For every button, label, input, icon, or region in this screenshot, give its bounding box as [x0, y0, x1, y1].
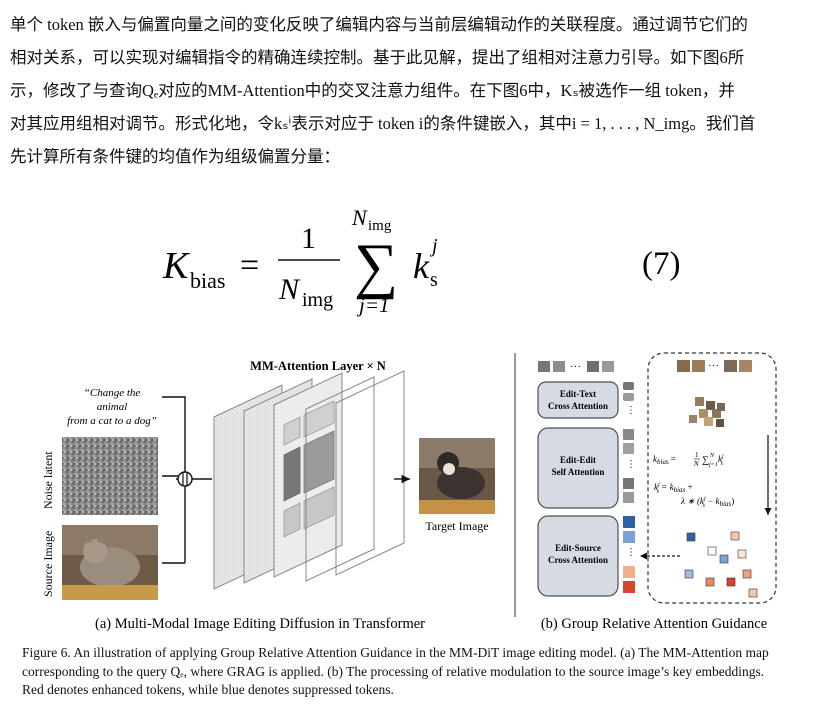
svg-text:Edit-Source: Edit-Source: [555, 543, 601, 553]
target-label: Target Image: [425, 519, 488, 533]
eq-term: k: [413, 246, 430, 286]
token-suppressed-2: [623, 531, 635, 543]
noise-latent-image: [62, 437, 158, 515]
svg-text:⋮: ⋮: [626, 459, 636, 470]
target-dog-image: [419, 438, 495, 514]
eq-term-sup: j: [429, 235, 438, 257]
token-suppressed-1: [623, 516, 635, 528]
token-strip-right: ···: [677, 360, 752, 372]
panel-a-caption: (a) Multi-Modal Image Editing Diffusion …: [95, 616, 425, 632]
eq-sum-symbol: ∑: [354, 232, 398, 300]
svg-text:λ ∗ (kjs − kbias): λ ∗ (kjs − kbias): [680, 496, 734, 509]
svg-text:···: ···: [570, 361, 581, 373]
equation-7: K bias = 1 N img N img ∑ j=1 k j s (7): [0, 200, 836, 330]
svg-text:N: N: [709, 453, 715, 459]
caption-line-2: corresponding to the query Qₑ, where GRA…: [22, 663, 822, 682]
svg-text:kbias =: kbias =: [653, 454, 676, 466]
edit-edit-self-attention-box: Edit-Edit Self Attention: [538, 428, 618, 508]
paragraph-line-2: 相对关系，可以实现对编辑指令的精确连续控制。基于此见解，提出了组相对注意力引导。…: [10, 41, 826, 74]
concat-symbol: [178, 472, 192, 486]
modulated-tokens: [685, 532, 757, 597]
svg-text:Edit-Text: Edit-Text: [560, 389, 596, 399]
paragraph-line-4: 对其应用组相对调节。形式化地，令kₛⁱ表示对应于 token i的条件键嵌入，其…: [10, 107, 826, 140]
noise-label: Noise latent: [41, 451, 55, 509]
svg-text:Edit-Edit: Edit-Edit: [560, 455, 596, 465]
eq-numerator: 1: [301, 222, 316, 255]
source-cat-image: [62, 525, 158, 600]
svg-text:Self Attention: Self Attention: [552, 467, 605, 477]
edit-source-cross-attention-box: Edit-Source Cross Attention: [538, 516, 618, 596]
eq-number: (7): [642, 246, 680, 282]
svg-text:kjs = kbias +: kjs = kbias +: [654, 482, 693, 495]
attention-layers-stack: [214, 371, 404, 589]
eq-sum-bottom: j=1: [356, 293, 390, 317]
layer-title: MM-Attention Layer × N: [250, 359, 386, 373]
eq-equals: =: [240, 247, 259, 284]
svg-text:kjs: kjs: [718, 454, 724, 467]
prompt-line-2: animal: [97, 401, 128, 413]
caption-line-1: Figure 6. An illustration of applying Gr…: [22, 644, 822, 663]
svg-text:···: ···: [708, 360, 719, 372]
eq-lhs: K: [162, 245, 190, 287]
token-column: ⋮ ⋮ ⋮: [623, 382, 636, 593]
edit-text-cross-attention-box: Edit-Text Cross Attention: [538, 382, 618, 418]
svg-text:Cross Attention: Cross Attention: [548, 401, 608, 411]
eq-denominator: N: [278, 273, 301, 306]
token-strip-left: ···: [538, 361, 614, 373]
panel-b-caption: (b) Group Relative Attention Guidance: [541, 616, 767, 632]
guidance-container: [648, 353, 776, 603]
paragraph-line-1: 单个 token 嵌入与偏置向量之间的变化反映了编辑内容与当前层编辑动作的关联程…: [10, 8, 826, 41]
svg-text:j=1: j=1: [708, 462, 718, 468]
body-paragraph: 单个 token 嵌入与偏置向量之间的变化反映了编辑内容与当前层编辑动作的关联程…: [10, 8, 826, 173]
eq-term-sub: s: [430, 269, 438, 291]
paragraph-line-5: 先计算所有条件键的均值作为组级偏置分量：: [10, 140, 826, 173]
svg-text:⋮: ⋮: [626, 405, 636, 416]
token-enhanced-2: [623, 581, 635, 593]
eq-lhs-sub: bias: [190, 268, 225, 293]
image-patches-cluster: [689, 397, 725, 427]
source-label: Source Image: [41, 531, 55, 597]
prompt-line-1: “Change the: [84, 387, 141, 399]
prompt-line-3: from a cat to a dog”: [67, 415, 157, 427]
svg-text:N: N: [693, 460, 699, 468]
panel-a: “Change the animal from a cat to a dog” …: [41, 359, 495, 632]
figure-6: “Change the animal from a cat to a dog” …: [0, 345, 836, 645]
panel-b: ··· Edit-Text Cross Attention Edit-Edit …: [538, 353, 776, 632]
eq-sum-top: N: [351, 205, 368, 230]
token-enhanced-1: [623, 566, 635, 578]
figure-caption: Figure 6. An illustration of applying Gr…: [22, 644, 822, 700]
svg-text:⋮: ⋮: [626, 547, 636, 558]
caption-line-3: Red denotes enhanced tokens, while blue …: [22, 681, 822, 700]
paragraph-line-3: 示，修改了与查询Qₑ对应的MM-Attention中的交叉注意力组件。在下图6中…: [10, 74, 826, 107]
svg-text:Cross Attention: Cross Attention: [548, 555, 608, 565]
eq-denominator-sub: img: [302, 289, 333, 311]
svg-text:1: 1: [695, 451, 699, 459]
